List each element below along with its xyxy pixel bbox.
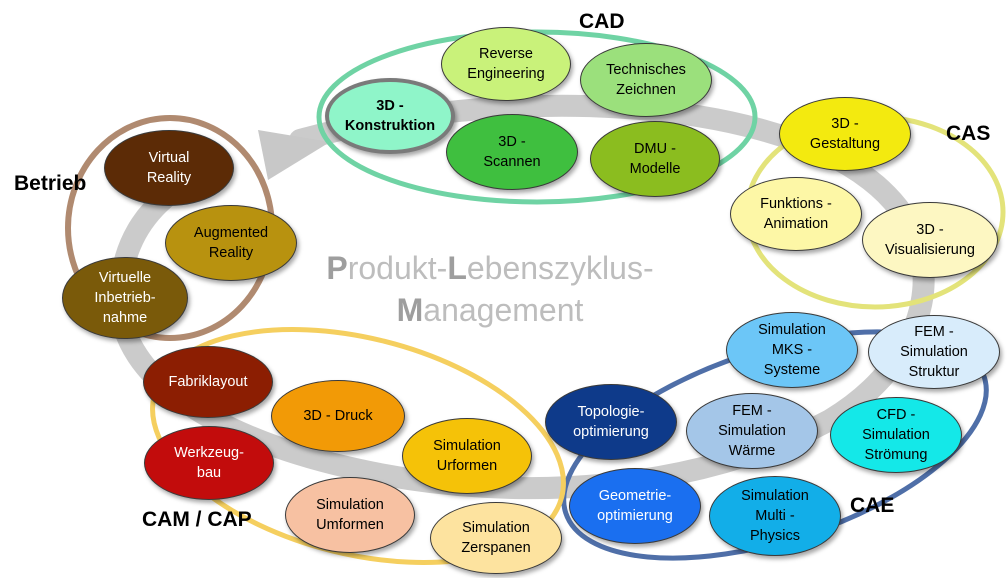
node-reverse-engineering: Reverse Engineering bbox=[441, 27, 571, 101]
node-simulation-zerspanen: Simulation Zerspanen bbox=[430, 502, 562, 574]
node-fem-waerme: FEM - Simulation Wärme bbox=[686, 393, 818, 469]
node-fem-struktur: FEM - Simulation Struktur bbox=[868, 315, 1000, 389]
lifecycle-arrow-head bbox=[258, 130, 330, 180]
group-label-betrieb: Betrieb bbox=[14, 172, 87, 195]
node-3d-scannen: 3D - Scannen bbox=[446, 114, 578, 190]
node-simulation-multiphysics: Simulation Multi - Physics bbox=[709, 476, 841, 556]
group-label-cae: CAE bbox=[850, 494, 895, 517]
node-funktions-animation: Funktions - Animation bbox=[730, 177, 862, 251]
node-werkzeugbau: Werkzeug- bau bbox=[144, 426, 274, 500]
group-label-cam: CAM / CAP bbox=[142, 508, 252, 531]
node-topologieoptimierung: Topologie- optimierung bbox=[545, 384, 677, 460]
node-simulation-mks: Simulation MKS - Systeme bbox=[726, 312, 858, 388]
node-fabriklayout: Fabriklayout bbox=[143, 346, 273, 418]
node-augmented-reality: Augmented Reality bbox=[165, 205, 297, 281]
group-label-cad: CAD bbox=[579, 10, 625, 33]
node-virtuelle-inbetriebnahme: Virtuelle Inbetrieb- nahme bbox=[62, 257, 188, 339]
node-technisches-zeichnen: Technisches Zeichnen bbox=[580, 43, 712, 117]
node-geometrieoptimierung: Geometrie- optimierung bbox=[569, 468, 701, 544]
node-3d-konstruktion: 3D - Konstruktion bbox=[325, 78, 455, 154]
node-cfd-stroemung: CFD - Simulation Strömung bbox=[830, 397, 962, 473]
node-virtual-reality: Virtual Reality bbox=[104, 130, 234, 206]
node-simulation-urformen: Simulation Urformen bbox=[402, 418, 532, 494]
node-3d-gestaltung: 3D - Gestaltung bbox=[779, 97, 911, 171]
center-title: Produkt-Lebenszyklus- Management bbox=[326, 250, 654, 328]
node-simulation-umformen: Simulation Umformen bbox=[285, 477, 415, 553]
node-3d-visualisierung: 3D - Visualisierung bbox=[862, 202, 998, 278]
group-label-cas: CAS bbox=[946, 122, 991, 145]
node-3d-druck: 3D - Druck bbox=[271, 380, 405, 452]
node-dmu-modelle: DMU - Modelle bbox=[590, 121, 720, 197]
